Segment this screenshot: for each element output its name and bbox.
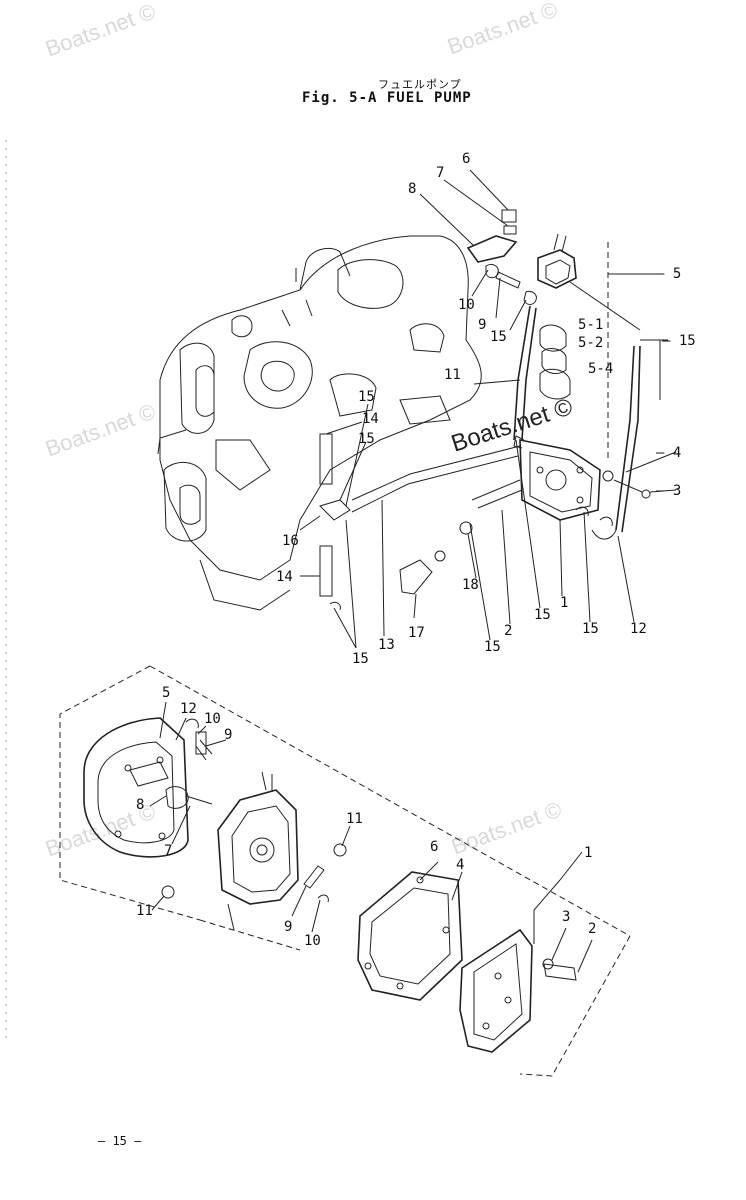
callout-6: 6 (462, 151, 471, 167)
callout-b-12: 12 (180, 701, 197, 717)
callout-b-9-lower: 9 (284, 919, 293, 935)
leader-lines-bottom (149, 701, 593, 973)
callout-4: — 4 (656, 445, 682, 461)
callout-b-6: 6 (430, 839, 439, 855)
callout-b-11-upper: 11 (346, 811, 363, 827)
callout-5-1: 5-1 (578, 317, 604, 333)
callout-b-8: 8 (136, 797, 145, 813)
callout-1: 1 (560, 595, 569, 611)
callout-8: 8 (408, 181, 417, 197)
callout-9: 9 (478, 317, 487, 333)
callout-5-2: 5-2 (578, 335, 604, 351)
callout-b-2: 2 (588, 921, 597, 937)
pump-body-bottom (165, 739, 299, 931)
callout-14-upper: 14 (362, 411, 379, 427)
callout-18: 18 (462, 577, 479, 593)
callout-15-right: — 15 (662, 333, 696, 349)
callout-17: 17 (408, 625, 425, 641)
callout-13: 13 (378, 637, 395, 653)
callout-b-11-lower: 11 (136, 903, 153, 919)
small-parts-bottom (161, 718, 347, 903)
callout-b-5: 5 (162, 685, 171, 701)
callout-10: 10 (458, 297, 475, 313)
callout-15-bottom-mid: 15 (484, 639, 501, 655)
pump-base-plate (459, 928, 577, 1053)
callout-15: 15 (490, 329, 507, 345)
callout-15-bottom-center: 15 (534, 607, 551, 623)
fuel-hoses-top (319, 305, 651, 611)
callout-5: — 5 (656, 266, 682, 282)
fuel-pump-assembly-top (513, 435, 601, 521)
callout-7: 7 (436, 165, 445, 181)
callout-2: 2 (504, 623, 513, 639)
callout-16: 16 (282, 533, 299, 549)
page-number: – 15 – (98, 1134, 142, 1148)
callout-b-10: 10 (204, 711, 221, 727)
figure-subtitle-jp: フュエルポンプ (378, 78, 462, 91)
callout-5-4: 5-4 (588, 361, 614, 377)
callout-14-lower: 14 (276, 569, 293, 585)
bracket-top (466, 209, 537, 305)
callout-b-10-lower: 10 (304, 933, 321, 949)
pump-cover (83, 717, 189, 858)
figure-title: Fig. 5-A FUEL PUMP (302, 90, 472, 106)
callout-b-9: 9 (224, 727, 233, 743)
leader-lines-top (299, 169, 677, 649)
diaphragm-gasket (357, 871, 463, 1001)
callout-15-bottom-left: 15 (352, 651, 369, 667)
callout-15-bottom-right: 15 (582, 621, 599, 637)
callout-3: — 3 (656, 483, 682, 499)
callout-12: 12 (630, 621, 647, 637)
callout-15-mid: 15 (358, 431, 375, 447)
engine-block (157, 235, 482, 611)
fuel-filter-top (537, 233, 577, 400)
callout-b-1: 1 (584, 845, 593, 861)
callout-b-7: 7 (164, 843, 173, 859)
callout-b-3: 3 (562, 909, 571, 925)
exploded-view-frame (59, 665, 631, 1077)
callout-15-upper: 15 (358, 389, 375, 405)
callout-b-4: 4 (456, 857, 465, 873)
callout-11: 11 (444, 367, 461, 383)
